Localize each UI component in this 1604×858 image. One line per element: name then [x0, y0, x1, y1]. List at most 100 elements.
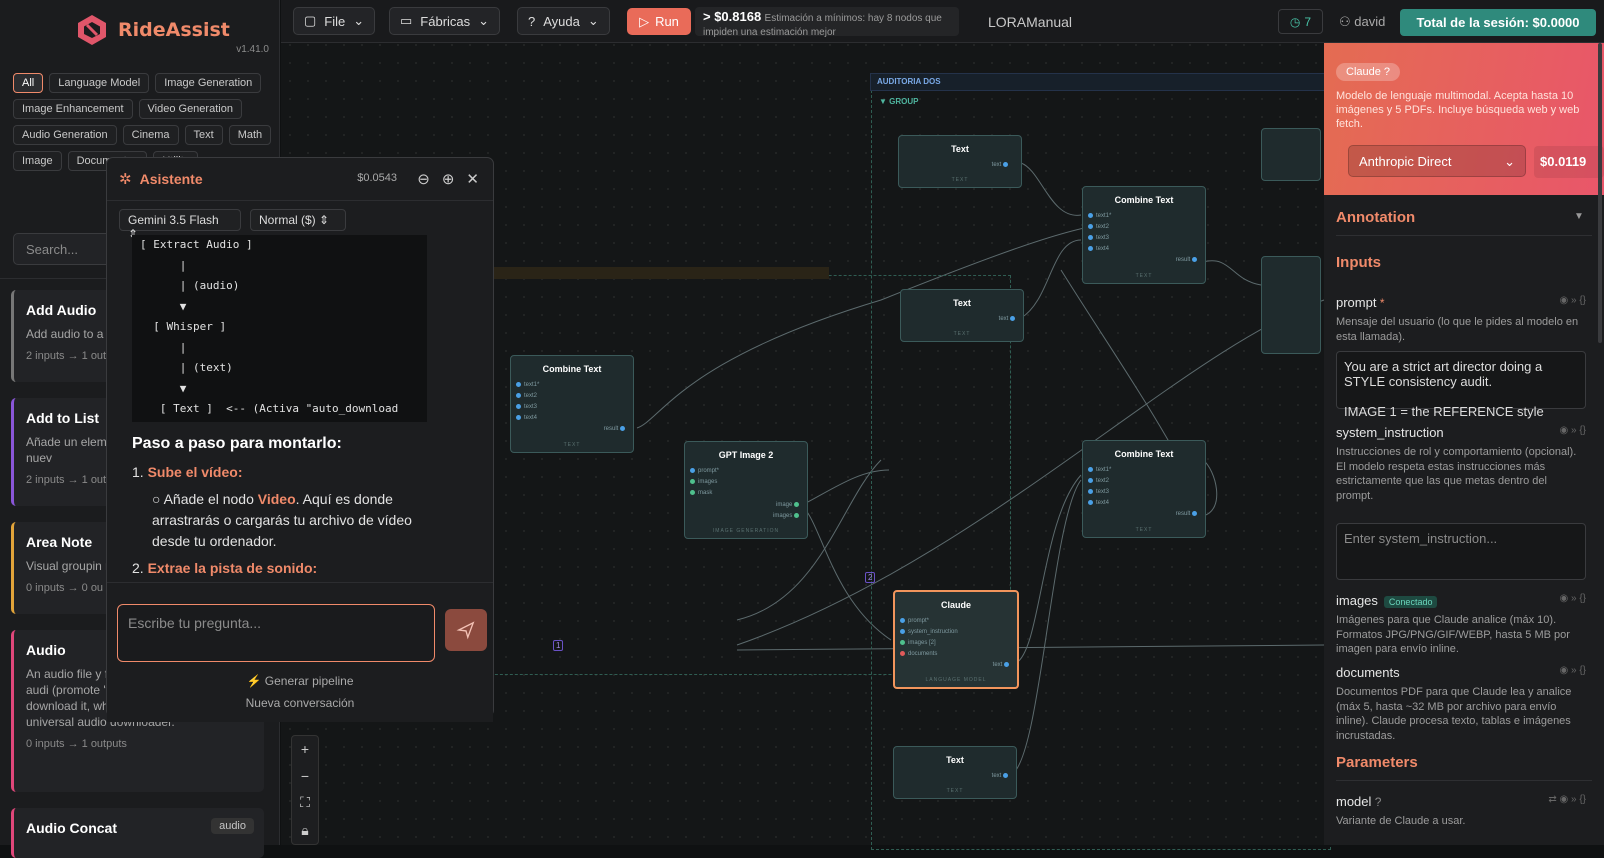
node-input[interactable]: text3: [516, 404, 537, 410]
node-output[interactable]: text: [992, 162, 1011, 168]
node-text-3[interactable]: Text text TEXT: [893, 746, 1017, 799]
workflow-name[interactable]: LORAManual: [988, 14, 1073, 30]
filter-all[interactable]: All: [13, 73, 44, 93]
node-input[interactable]: text1*: [1088, 467, 1111, 473]
node-combine-text-1[interactable]: Combine Text text1* text2 text3 text4 re…: [1082, 186, 1206, 284]
port-dot-icon: [690, 490, 695, 495]
node-input[interactable]: text2: [1088, 478, 1109, 484]
help-icon: ?: [528, 13, 536, 29]
node-input[interactable]: text1*: [1088, 213, 1111, 219]
node-input[interactable]: images [2]: [900, 640, 936, 646]
user-menu[interactable]: ⚇ david: [1339, 14, 1386, 29]
node-output[interactable]: text: [999, 316, 1018, 322]
properties-panel: Claude ? Modelo de lenguaje multimodal. …: [1324, 43, 1604, 845]
field-options-icons[interactable]: ◉ » {}: [1559, 593, 1586, 604]
provider-select[interactable]: Anthropic Direct⌄: [1348, 145, 1526, 177]
group-title-auditoria[interactable]: AUDITORIA DOS: [877, 77, 941, 86]
model-select[interactable]: Gemini 3.5 Flash ⇕: [119, 209, 241, 241]
node-input[interactable]: text2: [516, 393, 537, 399]
node-input[interactable]: system_instruction: [900, 629, 958, 635]
node-type-chip[interactable]: Claude ?: [1336, 63, 1401, 81]
node-output[interactable]: images: [773, 513, 802, 519]
close-icon[interactable]: ✕: [466, 171, 479, 188]
node-input[interactable]: prompt*: [900, 618, 929, 624]
field-options-icons[interactable]: ◉ » {}: [1559, 425, 1586, 436]
node-claude[interactable]: Claude prompt* system_instruction images…: [893, 590, 1019, 689]
system-instruction-textarea[interactable]: Enter system_instruction...: [1336, 523, 1586, 580]
filter-image-generation[interactable]: Image Generation: [155, 73, 262, 93]
node-input[interactable]: text3: [1088, 235, 1109, 241]
prompt-textarea[interactable]: You are a strict art director doing a ST…: [1336, 351, 1586, 419]
chevron-updown-icon: ⇕: [128, 227, 139, 241]
node-header-banner: Claude ? Modelo de lenguaje multimodal. …: [1324, 43, 1604, 195]
run-button[interactable]: ▷Run: [627, 8, 691, 35]
history-button[interactable]: ◷7: [1278, 9, 1323, 34]
field-options-icons[interactable]: ◉ » {}: [1559, 295, 1586, 306]
filter-math[interactable]: Math: [228, 125, 272, 145]
filter-image-enhancement[interactable]: Image Enhancement: [13, 99, 133, 119]
group-title-group[interactable]: ▼ GROUP: [879, 97, 919, 106]
node-input[interactable]: prompt*: [690, 468, 719, 474]
node-input[interactable]: text4: [1088, 246, 1109, 252]
field-options-icons[interactable]: ⇄ ◉ » {}: [1548, 794, 1586, 805]
filter-cinema[interactable]: Cinema: [122, 125, 179, 145]
node-input[interactable]: text1*: [516, 382, 539, 388]
new-conversation-button[interactable]: Nueva conversación: [245, 696, 355, 710]
zoom-out-icon[interactable]: −: [300, 767, 310, 784]
node-input[interactable]: mask: [690, 490, 712, 496]
generate-pipeline-button[interactable]: ⚡ Generar pipeline: [246, 674, 354, 688]
node-text-2[interactable]: Text text TEXT: [900, 289, 1024, 342]
node-card-audio-concat[interactable]: Audio Concat audio: [11, 808, 264, 858]
collapse-icon[interactable]: ▼: [1574, 211, 1584, 222]
node-footer: TEXT: [563, 442, 581, 448]
node-input[interactable]: text2: [1088, 224, 1109, 230]
zoom-out-icon[interactable]: ⊖: [417, 171, 430, 188]
port-dot-icon: [900, 618, 905, 623]
field-options-icons[interactable]: ◉ » {}: [1559, 665, 1586, 676]
node-output[interactable]: result: [1176, 511, 1200, 517]
filter-text[interactable]: Text: [184, 125, 223, 145]
assistant-window-controls: ⊖ ⊕ ✕: [417, 170, 479, 188]
node-output[interactable]: text: [992, 773, 1011, 779]
help-icon: ?: [1374, 795, 1382, 809]
file-menu-button[interactable]: ▢File⌄: [293, 7, 376, 35]
mode-select[interactable]: Normal ($) ⇕: [250, 209, 346, 231]
zoom-in-icon[interactable]: +: [300, 741, 310, 758]
node-title: Text: [953, 298, 971, 308]
node-partial-1[interactable]: [1261, 128, 1321, 181]
annotation-section[interactable]: Annotation: [1336, 209, 1416, 226]
lock-icon[interactable]: 🔒︎: [301, 821, 309, 838]
port-dot-icon: [516, 382, 521, 387]
port-dot-icon: [1088, 224, 1093, 229]
edge-count-badge: 1: [553, 640, 564, 651]
node-combine-text-left[interactable]: Combine Text text1* text2 text3 text4 re…: [510, 355, 634, 453]
send-button[interactable]: [445, 609, 487, 651]
filter-image[interactable]: Image: [13, 151, 62, 171]
node-combine-text-2[interactable]: Combine Text text1* text2 text3 text4 re…: [1082, 440, 1206, 538]
question-input[interactable]: Escribe tu pregunta...: [117, 604, 435, 662]
node-input[interactable]: text3: [1088, 489, 1109, 495]
node-input[interactable]: images: [690, 479, 717, 485]
zoom-controls: + − ⛶ 🔒︎: [291, 735, 319, 845]
node-text-1[interactable]: Text text TEXT: [898, 135, 1022, 188]
filter-language-model[interactable]: Language Model: [49, 73, 150, 93]
node-input[interactable]: text4: [516, 415, 537, 421]
folder-icon: ▭: [400, 13, 413, 28]
node-partial-2[interactable]: [1261, 256, 1321, 354]
node-output[interactable]: image: [776, 502, 802, 508]
node-input[interactable]: text4: [1088, 500, 1109, 506]
help-menu-button[interactable]: ?Ayuda⌄: [517, 7, 610, 35]
filter-audio-generation[interactable]: Audio Generation: [13, 125, 117, 145]
node-gpt-image-2[interactable]: GPT Image 2 prompt* images mask image im…: [684, 441, 808, 539]
node-input[interactable]: documents: [900, 651, 937, 657]
factories-menu-button[interactable]: ▭Fábricas⌄: [389, 7, 501, 35]
fit-view-icon[interactable]: ⛶: [300, 794, 310, 811]
node-output[interactable]: result: [604, 426, 628, 432]
scrollbar[interactable]: [1598, 43, 1602, 343]
zoom-in-icon[interactable]: ⊕: [441, 171, 455, 188]
filter-video-generation[interactable]: Video Generation: [138, 99, 242, 119]
node-footer: TEXT: [1135, 527, 1153, 533]
node-output[interactable]: text: [993, 662, 1012, 668]
node-footer: TEXT: [1135, 273, 1153, 279]
node-output[interactable]: result: [1176, 257, 1200, 263]
